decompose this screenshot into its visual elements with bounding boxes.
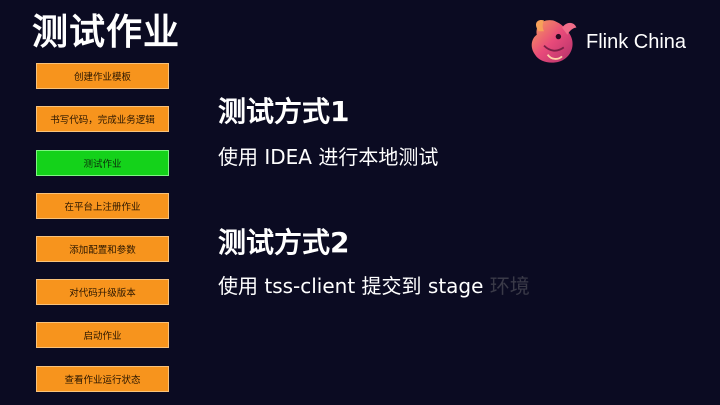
method-2-desc-text: 使用 tss-client 提交到 stage xyxy=(218,274,490,298)
method-1-desc: 使用 IDEA 进行本地测试 xyxy=(218,143,438,171)
step-upgrade-version[interactable]: 对代码升级版本 xyxy=(36,279,169,305)
step-create-template[interactable]: 创建作业模板 xyxy=(36,63,169,89)
step-view-status[interactable]: 查看作业运行状态 xyxy=(36,366,169,392)
method-2-title: 测试方式2 xyxy=(218,226,350,259)
step-write-code[interactable]: 书写代码，完成业务逻辑 xyxy=(36,106,169,132)
method-1-title: 测试方式1 xyxy=(218,95,350,128)
page-title: 测试作业 xyxy=(32,12,181,53)
flink-squirrel-icon xyxy=(531,20,577,63)
step-add-config[interactable]: 添加配置和参数 xyxy=(36,236,169,262)
method-2-desc: 使用 tss-client 提交到 stage 环境 xyxy=(218,272,530,300)
method-2-desc-faded: 环境 xyxy=(489,274,530,298)
step-register-job[interactable]: 在平台上注册作业 xyxy=(36,193,169,219)
step-start-job[interactable]: 启动作业 xyxy=(36,322,169,348)
logo-text: Flink China xyxy=(586,30,687,53)
flink-china-logo: Flink China xyxy=(526,14,706,70)
step-test-job[interactable]: 测试作业 xyxy=(36,150,169,176)
method-1-desc-text: 使用 IDEA 进行本地测试 xyxy=(218,145,439,169)
